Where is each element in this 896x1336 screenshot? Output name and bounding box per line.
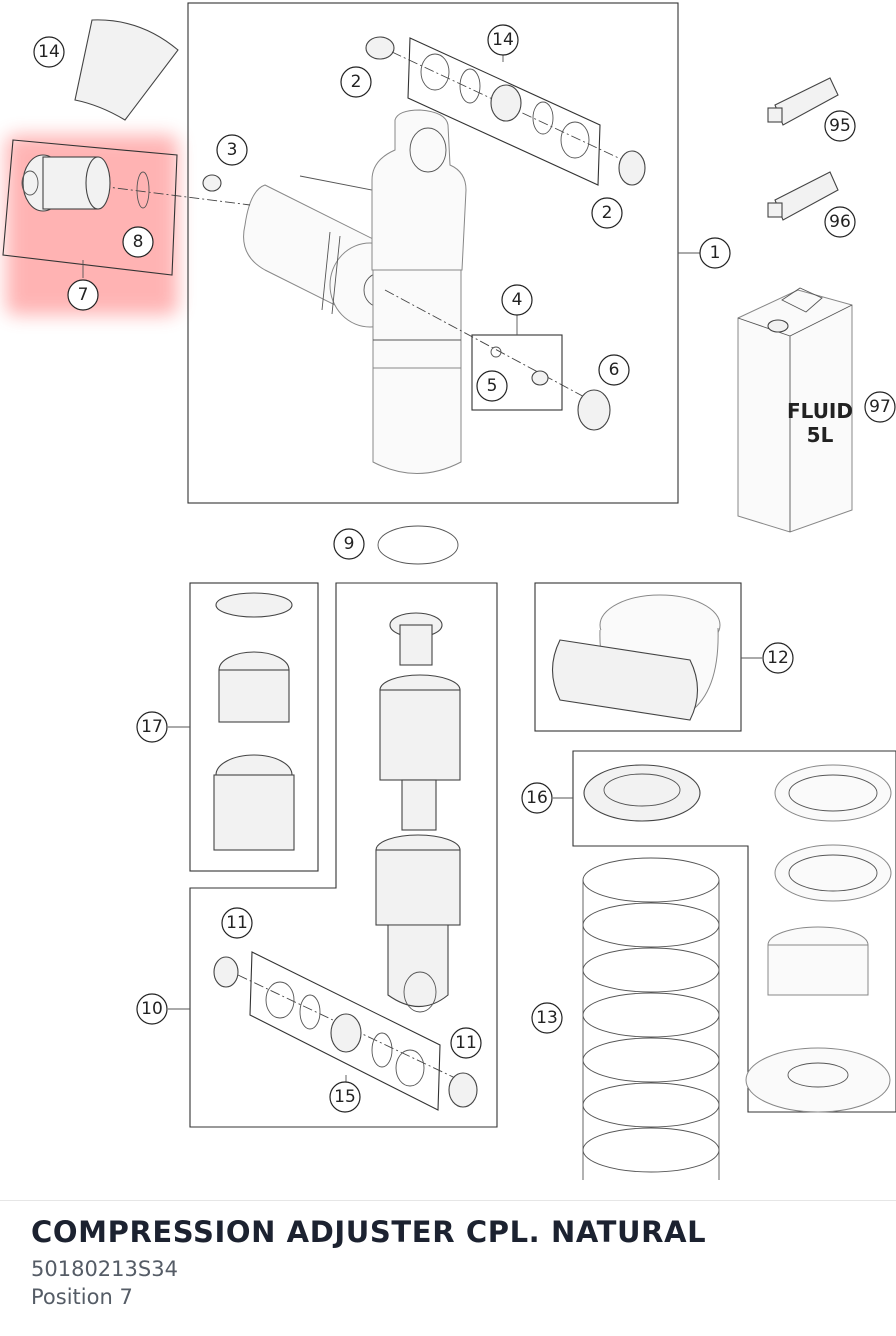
shock-body-drawing bbox=[371, 109, 467, 474]
shaft-drawing bbox=[375, 612, 461, 1013]
callout-4[interactable]: 4 bbox=[501, 284, 533, 316]
spring-seats-frame bbox=[572, 750, 896, 1113]
can-label-line2: 5L bbox=[807, 423, 834, 447]
svg-text:5: 5 bbox=[487, 376, 498, 396]
callout-8[interactable]: 8 bbox=[122, 226, 154, 258]
callout-12[interactable]: 12 bbox=[762, 642, 794, 674]
svg-text:2: 2 bbox=[351, 72, 362, 92]
svg-text:7: 7 bbox=[78, 285, 89, 305]
callout-9[interactable]: 9 bbox=[333, 528, 365, 560]
svg-text:3: 3 bbox=[227, 140, 238, 160]
sticker-drawing bbox=[74, 19, 179, 121]
callout-13[interactable]: 13 bbox=[531, 1002, 563, 1034]
svg-text:8: 8 bbox=[133, 232, 144, 252]
svg-text:11: 11 bbox=[455, 1033, 477, 1053]
svg-text:95: 95 bbox=[829, 116, 851, 136]
callout-6[interactable]: 6 bbox=[598, 354, 630, 386]
callout-5[interactable]: 5 bbox=[476, 370, 508, 402]
svg-text:2: 2 bbox=[602, 203, 613, 223]
svg-text:14: 14 bbox=[492, 30, 514, 50]
svg-text:6: 6 bbox=[609, 360, 620, 380]
svg-text:16: 16 bbox=[526, 788, 548, 808]
callout-16[interactable]: 16 bbox=[521, 782, 553, 814]
callout-3[interactable]: 3 bbox=[216, 134, 248, 166]
part-position: Position 7 bbox=[31, 1285, 133, 1309]
svg-text:9: 9 bbox=[344, 534, 355, 554]
callout-7[interactable]: 7 bbox=[67, 279, 99, 311]
callout-10[interactable]: 10 bbox=[136, 993, 168, 1025]
can-label-line1: FLUID bbox=[787, 399, 853, 423]
svg-text:96: 96 bbox=[829, 212, 851, 232]
callout-96[interactable]: 96 bbox=[824, 206, 856, 238]
svg-text:1: 1 bbox=[710, 243, 721, 263]
svg-text:10: 10 bbox=[141, 999, 163, 1019]
svg-text:4: 4 bbox=[512, 290, 523, 310]
svg-text:97: 97 bbox=[869, 397, 891, 417]
reservoir-cover-box bbox=[534, 582, 742, 732]
callout-2-top[interactable]: 2 bbox=[340, 66, 372, 98]
callout-14-sticker[interactable]: 14 bbox=[33, 36, 65, 68]
part-info-panel: COMPRESSION ADJUSTER CPL. NATURAL 501802… bbox=[0, 1200, 896, 1336]
seal-kit-top bbox=[365, 36, 646, 186]
shaft-assembly-frame bbox=[189, 582, 498, 1128]
callout-15[interactable]: 15 bbox=[329, 1081, 361, 1113]
fluid-can-drawing: FLUID 5L bbox=[737, 287, 853, 533]
callout-11-left[interactable]: 11 bbox=[221, 907, 253, 939]
svg-text:11: 11 bbox=[226, 913, 248, 933]
callout-97[interactable]: 97 bbox=[864, 391, 896, 423]
svg-text:13: 13 bbox=[536, 1008, 558, 1028]
svg-text:17: 17 bbox=[141, 717, 163, 737]
exploded-parts-diagram: FLUID 5L bbox=[2, 2, 896, 1180]
svg-text:15: 15 bbox=[334, 1087, 356, 1107]
spring-drawing bbox=[582, 857, 720, 1180]
part-number: 50180213S34 bbox=[31, 1257, 178, 1281]
callout-1[interactable]: 1 bbox=[699, 237, 731, 269]
callout-17[interactable]: 17 bbox=[136, 711, 168, 743]
svg-text:14: 14 bbox=[38, 42, 60, 62]
part-3-drawing bbox=[202, 174, 222, 192]
part-6-drawing bbox=[577, 389, 611, 431]
svg-text:12: 12 bbox=[767, 648, 789, 668]
compression-adjuster-drawing[interactable] bbox=[2, 139, 178, 278]
callout-95[interactable]: 95 bbox=[824, 110, 856, 142]
circlip-drawing bbox=[377, 525, 459, 565]
callout-14-seal-kit[interactable]: 14 bbox=[487, 24, 519, 56]
part-title: COMPRESSION ADJUSTER CPL. NATURAL bbox=[31, 1215, 707, 1249]
callout-11-right[interactable]: 11 bbox=[450, 1027, 482, 1059]
grease-tubes-drawing bbox=[767, 77, 839, 221]
callout-2-right[interactable]: 2 bbox=[591, 197, 623, 229]
